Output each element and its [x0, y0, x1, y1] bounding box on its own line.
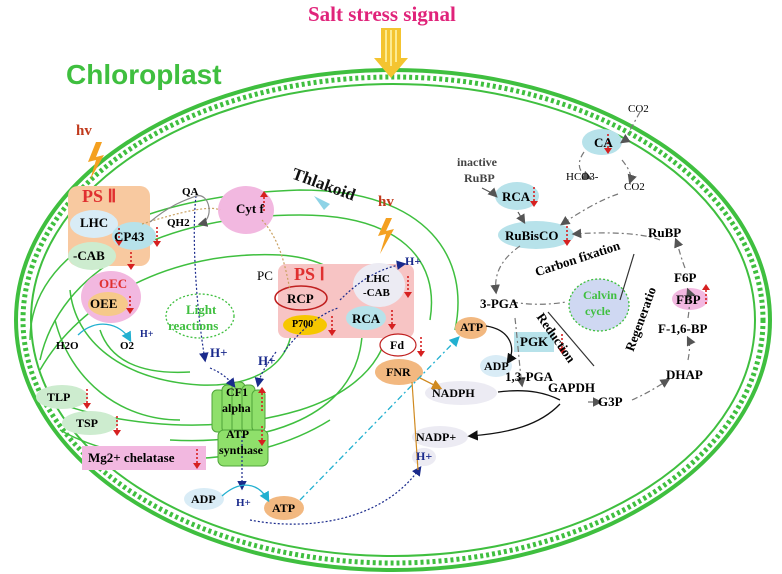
inactive-label: inactive — [457, 155, 497, 169]
photon-ps1-label: hv — [378, 194, 394, 210]
pc-label: PC — [257, 268, 273, 283]
lightning-icon-ps2 — [88, 142, 104, 180]
ps2-lhc-label: LHC — [80, 215, 109, 230]
ps1-lhc-label: LHC — [366, 273, 390, 285]
pgk-label: PGK — [520, 334, 549, 349]
tsp-label: TSP — [76, 416, 99, 430]
adp-bottom-label: ADP — [191, 492, 216, 506]
atp-bottom-label: ATP — [272, 501, 296, 515]
nadp-proton-label: H+ — [416, 449, 433, 463]
light-reactions-line2: reactions — [168, 318, 219, 333]
h2o-label: H2O — [56, 340, 79, 352]
atp-synthase-atp-label: ATP — [226, 427, 250, 441]
tlp-label: TLP — [47, 390, 71, 404]
f6p-label: F6P — [674, 270, 697, 285]
chloroplast-envelope-stripes — [20, 74, 766, 566]
fd-label: Fd — [390, 338, 405, 352]
light-reactions-line1: Light — [186, 302, 217, 317]
bpga-label: 1,3-PGA — [505, 369, 554, 384]
co2-top-label: CO2 — [628, 103, 649, 115]
p700-label: P700 — [292, 319, 314, 330]
ps2-title: PS Ⅱ — [82, 186, 117, 206]
nadph-label: NADPH — [432, 386, 475, 400]
cytf-label: Cyt f — [236, 201, 264, 216]
rcp-label: RCP — [287, 291, 314, 306]
chloroplast-inner-membrane — [30, 83, 756, 557]
qh2-label: QH2 — [167, 217, 190, 229]
atp-right-label: ATP — [460, 320, 484, 334]
water-proton-label: H+ — [140, 329, 154, 340]
pga3-label: 3-PGA — [480, 296, 519, 311]
o2-label: O2 — [120, 340, 135, 352]
ps1-proton-label: H+ — [405, 254, 422, 268]
proton-in-2-label: H+ — [258, 353, 276, 368]
lightning-icon-ps1 — [378, 218, 394, 254]
hco3-label: HCO3- — [566, 171, 599, 183]
carbon-rca-label: RCA — [502, 189, 531, 204]
dhap-label: DHAP — [666, 367, 703, 382]
oec-label: OEC — [99, 276, 128, 291]
atp-synthase-shape — [211, 381, 269, 467]
f16bp-label: F-1,6-BP — [658, 321, 708, 336]
ca-label: CA — [594, 135, 613, 150]
gapdh-label: GAPDH — [548, 380, 595, 395]
fbp-label: FBP — [676, 292, 701, 307]
fnr-label: FNR — [386, 365, 411, 379]
cycle-label: cycle — [585, 304, 611, 318]
g3p-label: G3P — [598, 394, 623, 409]
ps1-title: PS Ⅰ — [294, 264, 325, 284]
chloroplast-label: Chloroplast — [66, 59, 222, 90]
oee-label: OEE — [90, 296, 118, 311]
alpha-label: alpha — [222, 401, 251, 415]
thylakoid-pointer-icon — [314, 196, 330, 210]
nadp-label: NADP+ — [416, 430, 457, 444]
qa-label: QA — [182, 186, 199, 198]
signal-arrow-icon — [374, 28, 408, 78]
photon-ps2-label: hv — [76, 123, 92, 139]
adp-right-label: ADP — [484, 359, 509, 373]
salt-stress-signal-label: Salt stress signal — [308, 2, 456, 26]
ps1-cab-label: -CAB — [363, 287, 390, 299]
mg-chelatase-label: Mg2+ chelatase — [88, 450, 175, 465]
co2-mid-label: CO2 — [624, 181, 645, 193]
inactive-rubp-label: RuBP — [464, 171, 495, 185]
cf1-label: CF1 — [226, 385, 248, 399]
ps1-rca-label: RCA — [352, 311, 381, 326]
ps2-cp43-label: CP43 — [114, 229, 145, 244]
rubisco-label: RuBisCO — [505, 228, 559, 243]
proton-out-label: H+ — [236, 497, 251, 509]
rubp-label: RuBP — [648, 225, 682, 240]
synthase-label: synthase — [219, 443, 264, 457]
proton-in-1-label: H+ — [210, 345, 228, 360]
ps2-cab-label: -CAB — [73, 248, 105, 263]
calvin-label: Calvin — [583, 288, 618, 302]
